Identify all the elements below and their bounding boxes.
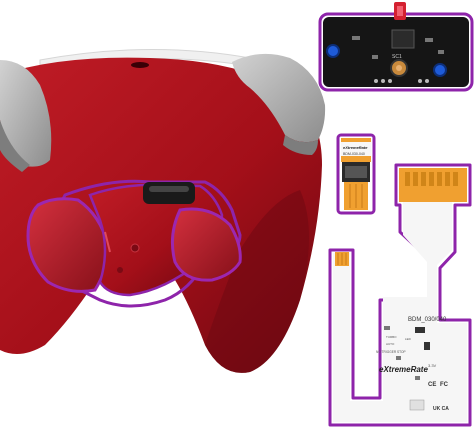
flex-label-no-trigger-stop: NO TRIGGER STOP	[376, 350, 406, 354]
paddle-detail-line	[104, 231, 111, 253]
pcb-pad-4	[418, 79, 422, 83]
pcb-label: SC1	[392, 54, 402, 60]
pcb-body	[323, 17, 469, 87]
small-flex-outline	[336, 133, 376, 215]
pcb-pad-1	[374, 79, 378, 83]
flex-part-code: BDM_030/040	[408, 317, 447, 323]
left-trigger-edge	[0, 120, 30, 172]
flex-label-auto: AUTO	[386, 342, 395, 346]
pcb-pad-5	[425, 79, 429, 83]
flex-mark-fc: FC	[440, 382, 449, 388]
small-flex-connector-inner	[345, 166, 367, 178]
paddle-button-dot	[130, 243, 140, 253]
small-flex-label-area	[341, 142, 371, 156]
flex-head-contacts	[405, 172, 458, 186]
flex-mark-ce: CE	[428, 382, 436, 388]
controller-shadow	[205, 190, 309, 373]
flex-component-3	[424, 342, 430, 350]
flex-component-6	[409, 399, 425, 411]
pcb-component-1	[352, 36, 360, 40]
small-flex-cable: eXtremeRate BDM-030-040	[336, 133, 376, 215]
right-back-paddle	[170, 207, 242, 282]
flex-mark-ukca: UK CA	[433, 406, 449, 412]
mapping-switch-highlight	[149, 186, 189, 192]
pcb-chip	[391, 29, 415, 49]
pcb-blue-button-left	[326, 44, 340, 58]
pcb-blue-button-right	[433, 63, 447, 77]
right-trigger	[232, 53, 326, 143]
pcb-component-2	[372, 55, 378, 59]
paddle-button-dot-2	[117, 267, 123, 273]
remap-pcb-board: SC1	[318, 2, 474, 92]
left-trigger	[0, 60, 52, 167]
right-trigger-edge	[283, 135, 318, 155]
flex-white-strip	[333, 202, 467, 422]
pcb-component-4	[438, 50, 444, 54]
pcb-component-3	[425, 38, 433, 42]
flex-brand: eXtremeRate	[379, 365, 428, 374]
small-flex-brand: eXtremeRate	[343, 145, 368, 150]
pcb-orange-button-center	[396, 65, 402, 71]
pcb-pad-3	[388, 79, 392, 83]
main-flex-board: BDM_030/040 TURBO AUTO LED NO TRIGGER ST…	[328, 163, 472, 427]
flex-component-5	[415, 376, 420, 380]
flex-component-1	[384, 326, 390, 330]
controller-top-slot	[131, 62, 149, 68]
flex-label-3v3: 3.3V	[428, 363, 437, 368]
flex-component-4	[396, 356, 401, 360]
left-back-paddle	[26, 197, 110, 293]
small-flex-code: BDM-030-040	[343, 152, 365, 156]
pcb-pad-2	[381, 79, 385, 83]
mapping-switch	[143, 182, 195, 204]
back-paddle-assembly	[26, 179, 242, 308]
flex-label-turbo: TURBO	[386, 335, 397, 339]
flex-component-2	[415, 327, 425, 333]
pcb-red-tab-inner	[397, 6, 403, 16]
flex-label-led: LED	[405, 337, 412, 341]
